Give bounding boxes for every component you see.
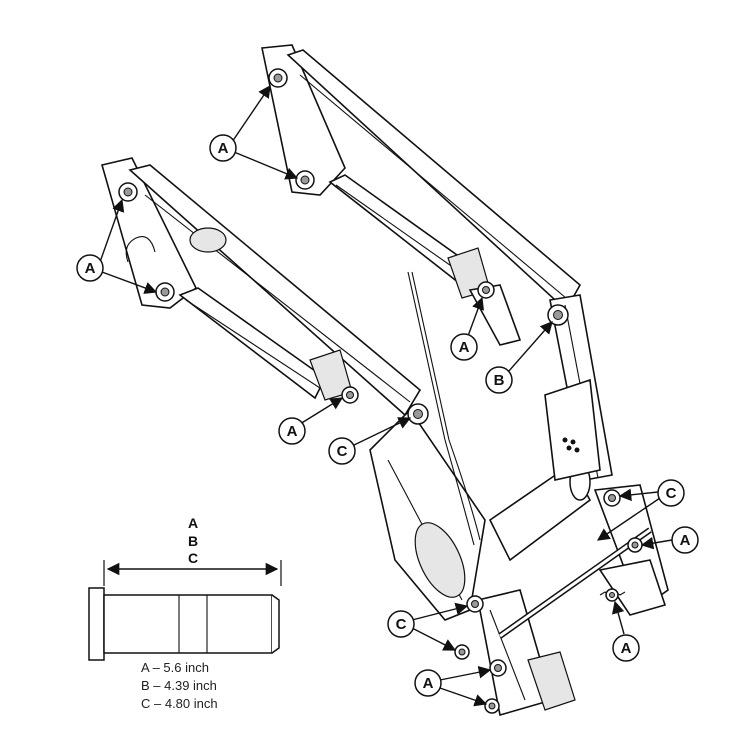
dimension-label-c: C	[188, 550, 198, 566]
cross-tube	[488, 378, 601, 562]
callout-a-bottom-left: A	[414, 669, 442, 697]
loader-frame-illustration	[100, 44, 669, 717]
callout-a-right: A	[671, 526, 699, 554]
legend-item-b: B – 4.39 inch	[141, 678, 217, 693]
attachment-frame	[414, 484, 669, 717]
svg-text:A: A	[680, 532, 691, 549]
hydraulic-lines	[407, 271, 481, 546]
svg-text:C: C	[396, 616, 407, 633]
callout-a-middle-left: A	[278, 417, 306, 445]
svg-text:A: A	[218, 140, 229, 157]
svg-text:C: C	[666, 485, 677, 502]
svg-text:A: A	[621, 640, 632, 657]
callout-a-top-left-upper: A	[209, 134, 237, 162]
callout-labels: A A A B A C C A	[76, 134, 699, 697]
dimension-label-a: A	[188, 515, 198, 531]
pin-dimension-detail: A B C A – 5.6 inch B – 4.39 inch C – 4.8…	[88, 515, 282, 711]
legend-item-c: C – 4.80 inch	[141, 696, 218, 711]
callout-c-right: C	[657, 479, 685, 507]
callout-c-bottom: C	[387, 610, 415, 638]
pivot-pins	[118, 68, 643, 714]
dimension-label-b: B	[188, 533, 198, 549]
callout-a-middle-right: A	[450, 333, 478, 361]
front-lift-arm	[100, 157, 486, 621]
callout-a-bottom-right: A	[612, 634, 640, 662]
legend-item-a: A – 5.6 inch	[141, 660, 209, 675]
callout-c-middle: C	[328, 437, 356, 465]
svg-text:A: A	[423, 675, 434, 692]
callout-b: B	[485, 366, 513, 394]
svg-text:C: C	[337, 443, 348, 460]
leader-arrows	[99, 84, 673, 707]
svg-text:B: B	[494, 372, 505, 389]
callout-a-top-left-lower: A	[76, 254, 104, 282]
svg-text:A: A	[287, 423, 298, 440]
svg-text:A: A	[459, 339, 470, 356]
pin-drawing	[88, 587, 280, 661]
svg-text:A: A	[85, 260, 96, 277]
